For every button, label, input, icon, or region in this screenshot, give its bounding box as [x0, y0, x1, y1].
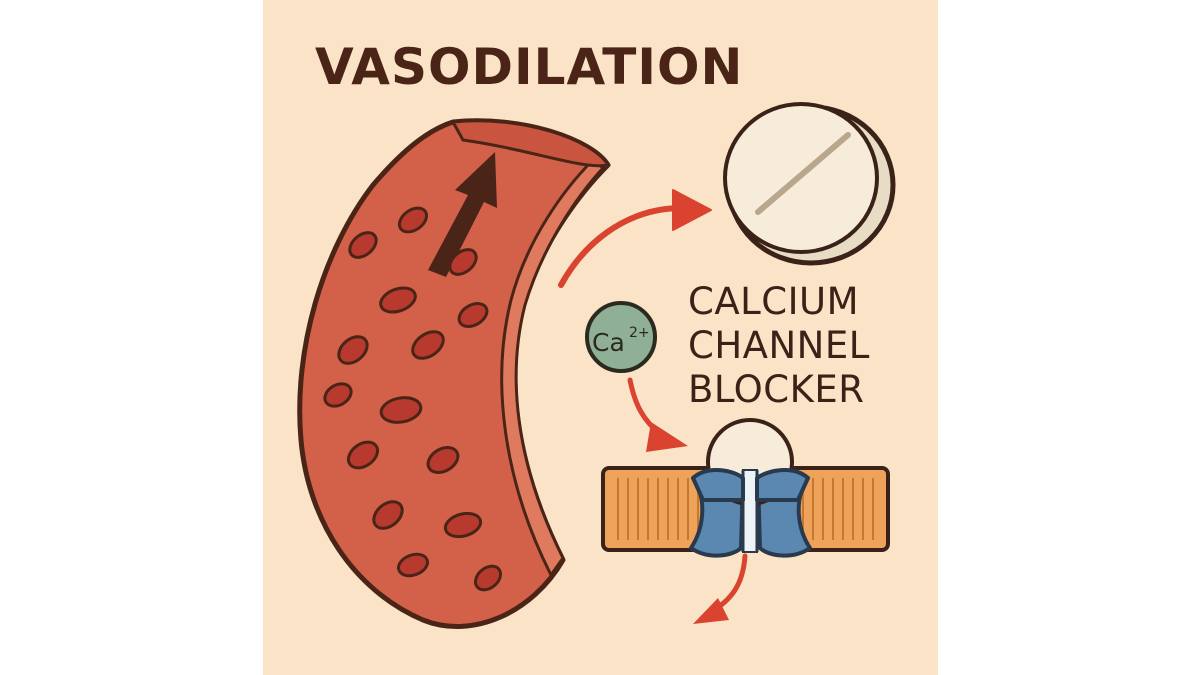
calcium-ion-label: Ca 2+ — [585, 316, 657, 372]
blood-cell — [397, 206, 429, 234]
diagram-panel: VASODILATION Ca 2+ CALCIUM CHANNEL BLOCK… — [263, 0, 938, 675]
drug-label-line: CHANNEL — [688, 324, 870, 367]
ion-symbol: Ca — [592, 328, 625, 357]
blood-cell — [411, 330, 445, 360]
arrow-out-of-channel — [693, 553, 748, 624]
blood-cell — [426, 446, 460, 474]
blood-cell — [396, 552, 430, 578]
blood-cell — [379, 286, 417, 314]
diagram-drawing — [297, 102, 896, 629]
arrow-to-channel — [627, 377, 688, 452]
vessel-inner-wall — [500, 158, 605, 577]
blood-cell — [448, 248, 478, 276]
arrow-to-pill — [558, 189, 712, 288]
blood-cell — [346, 440, 380, 470]
vessel-rim — [450, 119, 611, 168]
ion-charge: 2+ — [629, 325, 650, 341]
blood-cell — [348, 231, 378, 259]
ion-channel — [601, 418, 890, 558]
blood-cell — [372, 500, 404, 530]
calcium-ion-icon — [585, 301, 657, 373]
blood-cell — [379, 396, 423, 424]
pill-icon — [723, 102, 896, 266]
blood-cell — [457, 302, 489, 328]
blood-cell — [323, 382, 353, 408]
blood-cell — [337, 335, 369, 365]
diagram-title: VASODILATION — [315, 38, 744, 96]
flow-arrow-icon — [428, 152, 497, 277]
blood-vessel — [297, 118, 611, 629]
drug-label-line: CALCIUM — [688, 280, 860, 323]
blood-cell — [473, 564, 503, 592]
blood-cells — [323, 206, 503, 592]
blood-cell — [443, 511, 483, 539]
drug-label-line: BLOCKER — [688, 368, 865, 411]
drug-label: CALCIUM CHANNEL BLOCKER — [688, 280, 928, 412]
